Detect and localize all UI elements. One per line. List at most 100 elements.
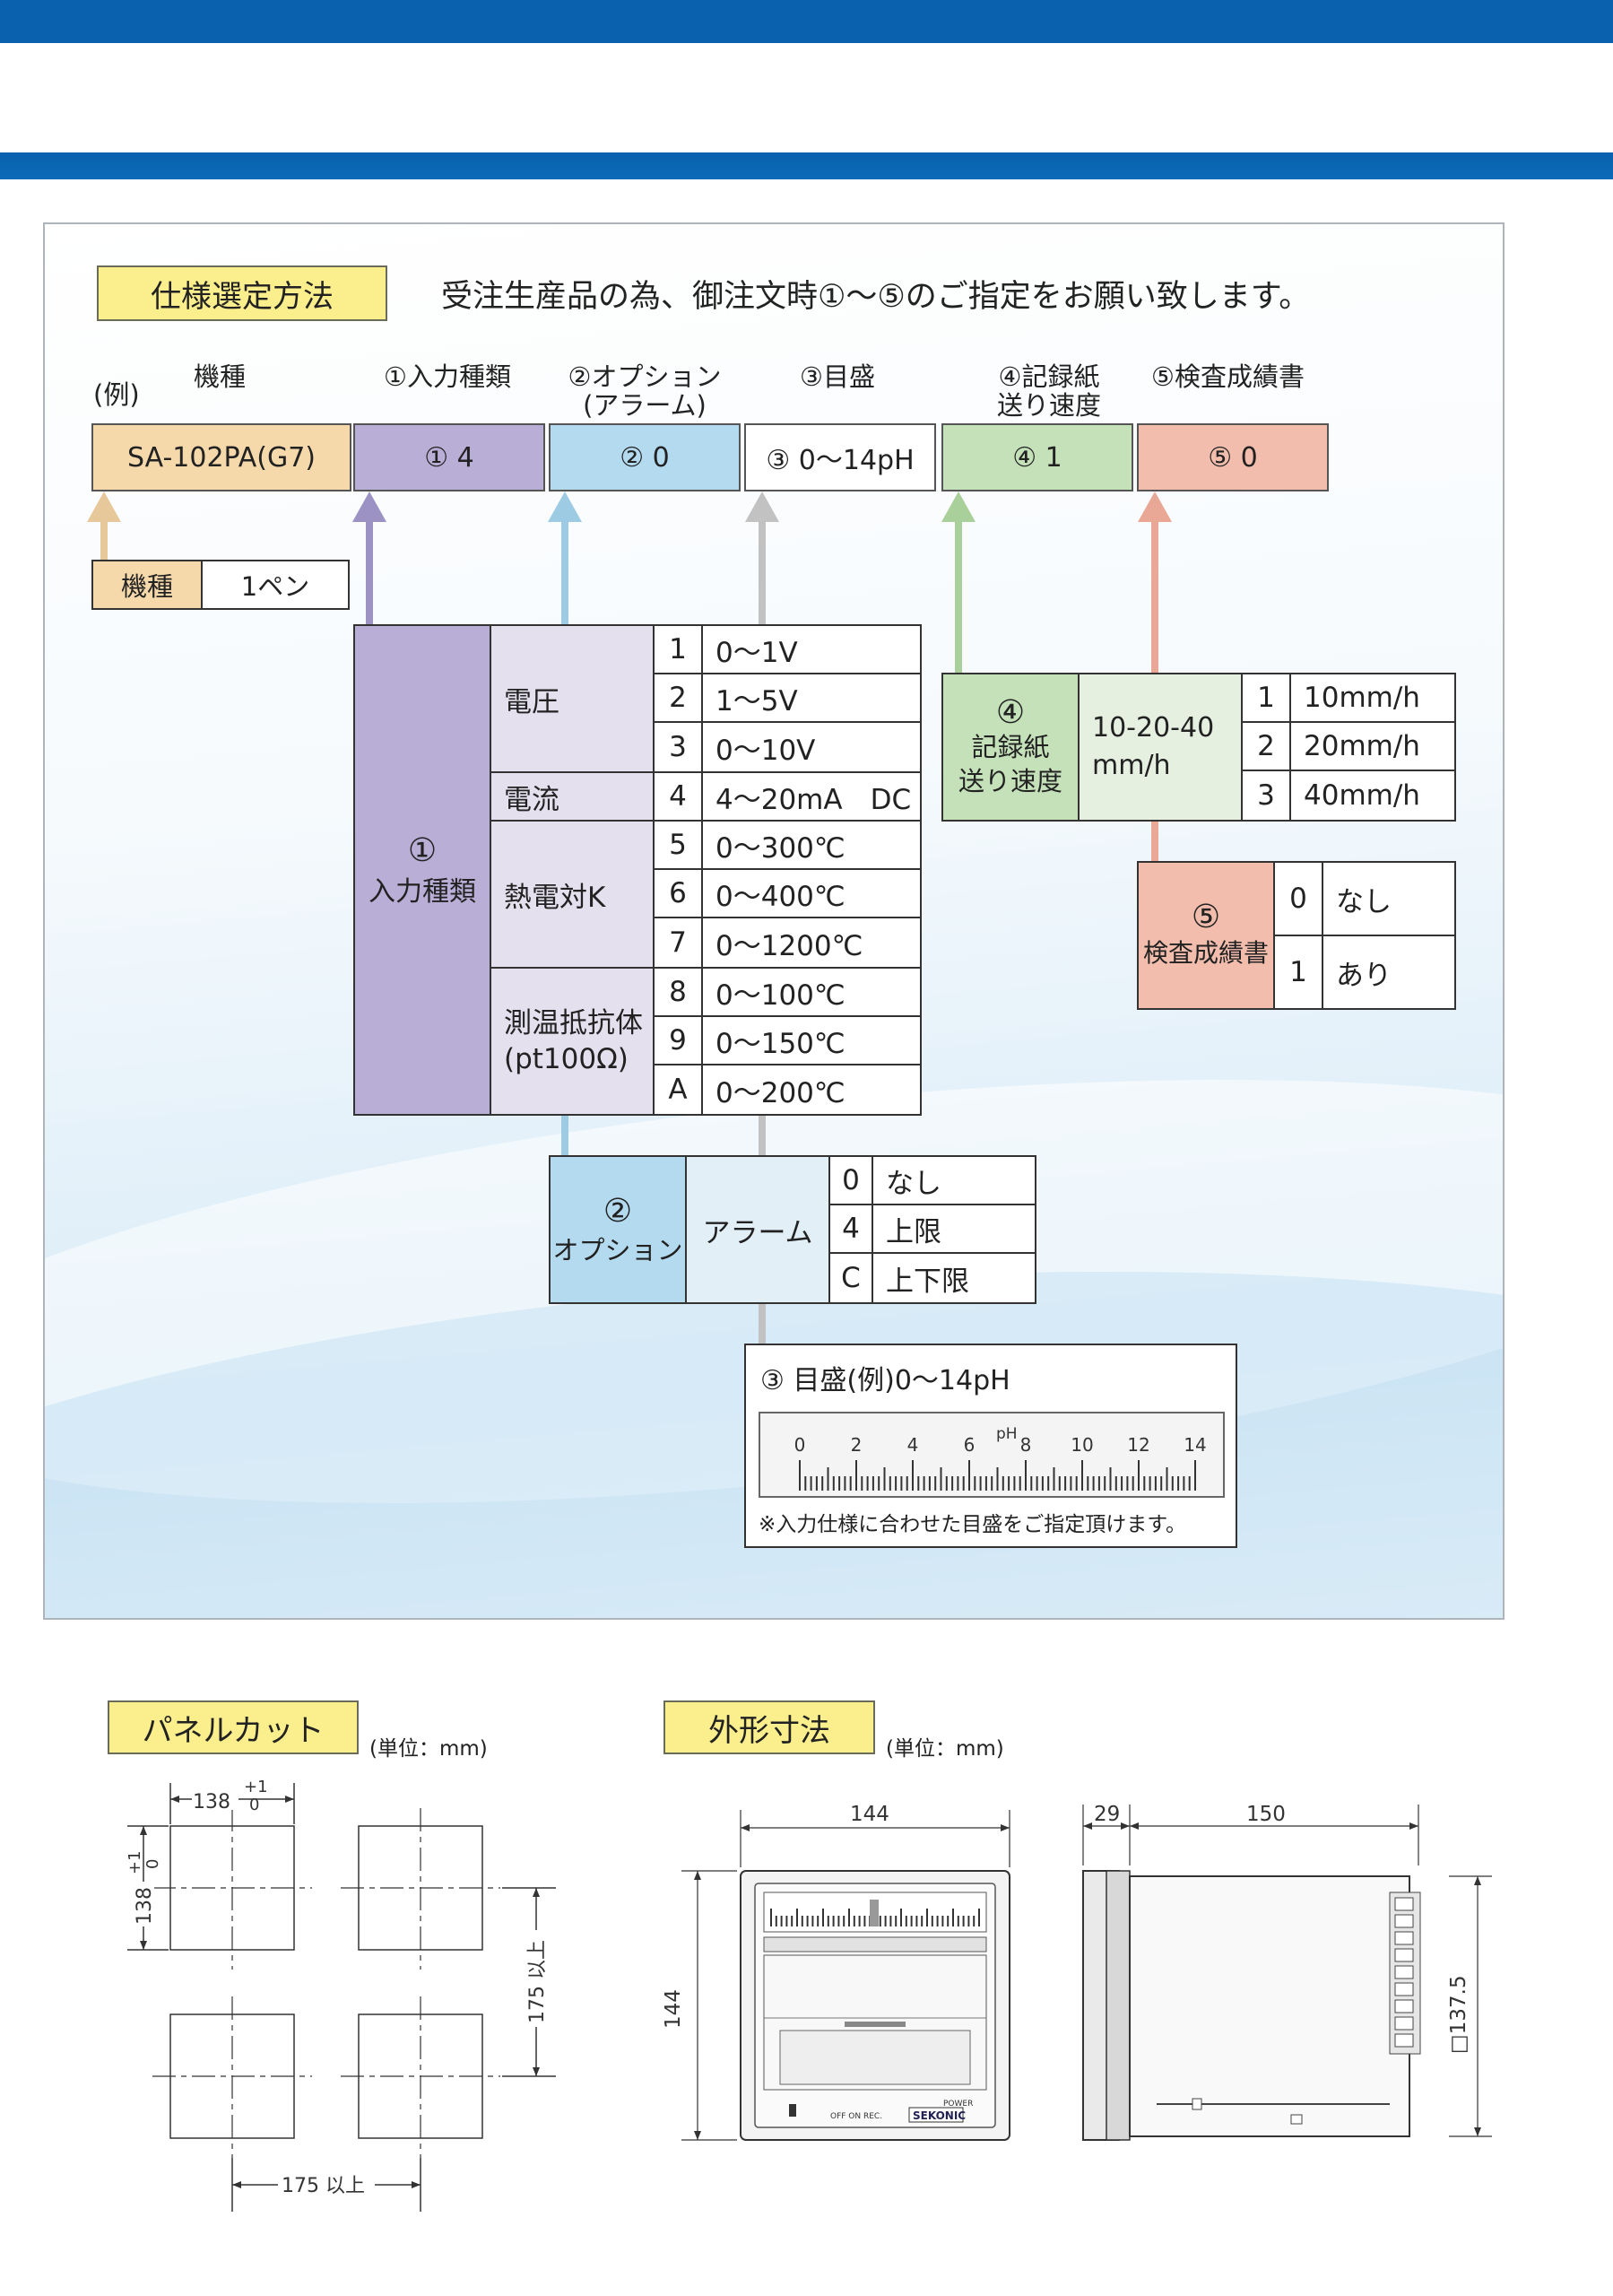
selection-scale-value: ③ 0〜14pH bbox=[766, 445, 915, 476]
option-label: なし bbox=[872, 1155, 1036, 1205]
selection-scale: ③ 0〜14pH bbox=[744, 423, 936, 491]
paper-group-line1: 10-20-40 bbox=[1092, 712, 1215, 744]
cert-label: なし bbox=[1322, 861, 1456, 936]
terminal-block bbox=[1394, 1965, 1414, 1979]
panel-cut-height-tol-plus: +1 bbox=[126, 1850, 144, 1874]
side-depth-label: 150 bbox=[1246, 1803, 1286, 1826]
selection-paper: ④ 1 bbox=[941, 423, 1133, 491]
column-header-option-line2: (アラーム) bbox=[583, 390, 707, 421]
paper-code: 3 bbox=[1241, 770, 1291, 822]
front-switch-label: OFF ON REC. bbox=[830, 2112, 882, 2121]
dimensions-title: 外形寸法 bbox=[708, 1712, 830, 1749]
input-code: 1 bbox=[653, 624, 703, 674]
terminal-block bbox=[1394, 1931, 1414, 1945]
input-group-rtd-line1: 測温抵抗体 bbox=[504, 1007, 643, 1039]
dimensions-unit: (単位：mm) bbox=[886, 1737, 1004, 1761]
outline-dimensions-drawing: 144 144 OFF ON REC. POWER SEKONIC 29 150… bbox=[662, 1803, 1492, 2141]
input-range: 1〜5V bbox=[701, 673, 922, 723]
input-code: 8 bbox=[653, 967, 703, 1017]
terminal-block bbox=[1394, 1914, 1414, 1928]
arrow-up-icon bbox=[87, 491, 121, 522]
input-range: 0〜1V bbox=[701, 624, 922, 674]
selection-cert: ⑤ 0 bbox=[1137, 423, 1329, 491]
panel-cut-width-tol-zero: 0 bbox=[249, 1796, 259, 1814]
selection-option-value: ② 0 bbox=[620, 441, 670, 474]
recorder-side-view bbox=[1082, 1870, 1421, 2141]
scale-tick-label: 10 bbox=[1071, 1434, 1093, 1456]
arrow-up-icon bbox=[941, 491, 976, 522]
terminal-block bbox=[1394, 1982, 1414, 1996]
brand-logo-text: SEKONIC bbox=[913, 2109, 966, 2122]
panel-cut-vertical-pitch: 175 以上 bbox=[526, 1940, 549, 2023]
instruction-text: 受注生産品の為、御注文時①〜⑤のご指定をお願い致します。 bbox=[441, 279, 1311, 315]
column-header-option-line1: ②オプション bbox=[568, 361, 722, 392]
panel-cut-drawing: 138 +1 0 138 +1 0 175 以上 175 以上 bbox=[126, 1778, 556, 2212]
terminal-block bbox=[1394, 1999, 1414, 2013]
column-header-model: 機種 bbox=[194, 361, 247, 392]
example-label: (例) bbox=[93, 379, 140, 410]
terminal-block bbox=[1394, 1897, 1414, 1911]
input-code: 7 bbox=[653, 917, 703, 969]
connector-model bbox=[100, 520, 108, 560]
side-bezel-label: 29 bbox=[1094, 1803, 1120, 1826]
input-range: 0〜10V bbox=[701, 721, 922, 773]
option-code: C bbox=[828, 1252, 873, 1304]
top-bar bbox=[0, 0, 1613, 43]
cert-code: 1 bbox=[1273, 935, 1323, 1010]
connector-paper bbox=[955, 520, 962, 674]
input-table-title-text: 入力種類 bbox=[369, 875, 476, 908]
column-header-scale: ③目盛 bbox=[800, 361, 875, 392]
dimensions-title-label: 外形寸法 bbox=[663, 1700, 875, 1754]
option-table-title: ② オプション bbox=[549, 1155, 687, 1304]
cert-table-title-text: 検査成績書 bbox=[1142, 938, 1269, 968]
selection-input: ① 4 bbox=[353, 423, 545, 491]
input-code: 2 bbox=[653, 673, 703, 723]
terminal-block bbox=[1394, 1948, 1414, 1962]
input-group-current: 電流 bbox=[490, 771, 655, 822]
paper-table-title-line2: 送り速度 bbox=[958, 766, 1062, 796]
input-range: 0〜100℃ bbox=[701, 967, 922, 1017]
paper-speed: 20mm/h bbox=[1289, 721, 1456, 771]
input-code: 5 bbox=[653, 820, 703, 870]
paper-table-title: ④ 記録紙 送り速度 bbox=[941, 673, 1080, 822]
front-width-label: 144 bbox=[850, 1803, 889, 1826]
scale-unit-label: pH bbox=[996, 1425, 1018, 1443]
selection-model-value: SA-102PA(G7) bbox=[127, 441, 316, 474]
cert-table-title-num: ⑤ bbox=[1191, 899, 1221, 935]
panel-cut-title: パネルカット bbox=[142, 1712, 325, 1749]
input-code: A bbox=[653, 1064, 703, 1116]
input-code: 3 bbox=[653, 721, 703, 773]
selection-cert-value: ⑤ 0 bbox=[1208, 441, 1258, 474]
cert-table-title: ⑤ 検査成績書 bbox=[1137, 861, 1275, 1010]
arrow-up-icon bbox=[548, 491, 582, 522]
recorder-front-view: OFF ON REC. POWER SEKONIC bbox=[740, 1870, 1010, 2141]
scale-tick-label: 6 bbox=[964, 1434, 976, 1456]
option-table-title-num: ② bbox=[603, 1192, 633, 1230]
front-power-label: POWER bbox=[943, 2100, 973, 2109]
option-table-title-text: オプション bbox=[552, 1234, 683, 1265]
selection-model: SA-102PA(G7) bbox=[91, 423, 351, 491]
arrow-up-icon bbox=[352, 491, 386, 522]
selection-option: ② 0 bbox=[549, 423, 741, 491]
column-header-option: ②オプション (アラーム) bbox=[549, 362, 741, 420]
input-table-title-num: ① bbox=[407, 831, 438, 869]
input-range: 0〜150℃ bbox=[701, 1015, 922, 1065]
paper-group-line2: mm/h bbox=[1092, 750, 1171, 781]
scale-tick-label: 4 bbox=[907, 1434, 919, 1456]
option-code: 4 bbox=[828, 1204, 873, 1254]
scale-tick-label: 0 bbox=[794, 1434, 806, 1456]
input-code: 4 bbox=[653, 771, 703, 822]
scale-tick-label: 2 bbox=[851, 1434, 863, 1456]
scale-example-note: ※入力仕様に合わせた目盛をご指定頂けます。 bbox=[759, 1513, 1186, 1536]
paper-code: 2 bbox=[1241, 721, 1291, 771]
input-group-rtd: 測温抵抗体 (pt100Ω) bbox=[490, 967, 655, 1116]
front-height-label: 144 bbox=[662, 1989, 685, 2029]
input-range: 0〜1200℃ bbox=[701, 917, 922, 969]
column-header-cert: ⑤検査成績書 bbox=[1151, 361, 1305, 392]
column-header-paper-line1: ④記録紙 bbox=[998, 361, 1100, 392]
panel-cut-title-label: パネルカット bbox=[108, 1700, 359, 1754]
option-code: 0 bbox=[828, 1155, 873, 1205]
paper-table-title-line1: 記録紙 bbox=[971, 732, 1050, 762]
